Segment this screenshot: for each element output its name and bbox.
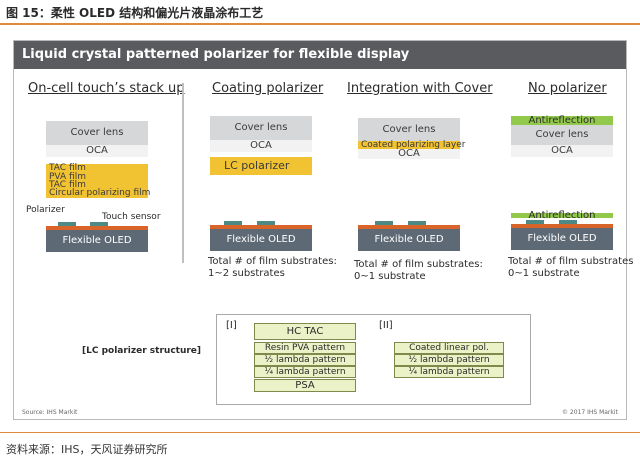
- lc-type2-layer-quarter-lambda: ¼ lambda pattern: [394, 366, 504, 378]
- oncell-pva-film: PVA film: [46, 173, 148, 182]
- lc-structure-title: [LC polarizer structure]: [82, 346, 202, 356]
- nopol-title: No polarizer: [528, 81, 607, 96]
- oncell-title: On-cell touch’s stack up: [28, 81, 185, 96]
- lc-type1-label: [I]: [226, 320, 237, 331]
- nopol-oca: OCA: [511, 145, 613, 157]
- coating-title: Coating polarizer: [212, 81, 324, 96]
- coating-touch-layer: [210, 225, 312, 229]
- coating-substrates-line2: 1~2 substrates: [208, 268, 285, 279]
- integration-cover-lens: Cover lens: [358, 118, 460, 142]
- figure-banner: Liquid crystal patterned polarizer for f…: [14, 41, 626, 69]
- nopol-cover-lens: Cover lens: [511, 125, 613, 145]
- integration-flexible-oled: Flexible OLED: [358, 229, 460, 251]
- lc-type1-layer-half-lambda: ½ lambda pattern: [254, 354, 356, 366]
- source-note: 资料来源：IHS，天风证券研究所: [6, 443, 168, 456]
- oncell-touch-sensor-label: Touch sensor: [102, 212, 161, 222]
- column-divider: [182, 83, 184, 263]
- nopol-sensor-pad-2: [559, 220, 577, 224]
- nopol-antireflection-top: Antireflection: [511, 116, 613, 126]
- lc-structure-box: [216, 314, 531, 405]
- figure-title: 图 15：柔性 OLED 结构和偏光片液晶涂布工艺: [6, 6, 264, 20]
- integration-coated-polarizing-layer: Coated polarizing layer: [358, 141, 465, 150]
- oncell-oca: OCA: [46, 145, 148, 157]
- lc-type2-label: [II]: [379, 320, 393, 331]
- lc-type1-layer-resin-pva: Resin PVA pattern: [254, 342, 356, 354]
- figure-copyright: © 2017 IHS Markit: [562, 409, 618, 416]
- coating-sensor-pad-2: [257, 221, 275, 225]
- bottom-rule: [0, 432, 640, 433]
- integration-sensor-pad-2: [408, 221, 426, 225]
- integration-substrates-line2: 0~1 substrate: [354, 271, 426, 282]
- oncell-flexible-oled: Flexible OLED: [46, 230, 148, 252]
- coating-cover-lens: Cover lens: [210, 116, 312, 140]
- integration-touch-layer: [358, 225, 460, 229]
- lc-type2-layer-half-lambda: ½ lambda pattern: [394, 354, 504, 366]
- figure-panel: Liquid crystal patterned polarizer for f…: [13, 40, 633, 420]
- integration-substrates-line1: Total # of film substrates:: [354, 259, 483, 270]
- nopol-touch-layer: [511, 224, 613, 228]
- lc-type1-layer-quarter-lambda: ¼ lambda pattern: [254, 366, 356, 378]
- title-rule: [0, 23, 640, 25]
- nopol-flexible-oled: Flexible OLED: [511, 228, 613, 250]
- oncell-touch-sensor-pad-2: [90, 222, 108, 226]
- oncell-touch-layer: [46, 226, 148, 230]
- nopol-sensor-pad-1: [526, 220, 544, 224]
- coating-oca: OCA: [210, 140, 312, 152]
- oncell-tac-film-1: TAC film: [46, 164, 148, 173]
- integration-sensor-pad-1: [375, 221, 393, 225]
- nopol-substrates-line1: Total # of film substrates: [508, 256, 634, 267]
- nopol-antireflection-bottom: Antireflection: [511, 211, 613, 221]
- coating-sensor-pad-1: [224, 221, 242, 225]
- lc-type1-layer-hc-tac: HC TAC: [254, 323, 356, 340]
- oncell-cover-lens: Cover lens: [46, 121, 148, 145]
- oncell-tac-film-2: TAC film: [46, 181, 148, 190]
- coating-substrates-line1: Total # of film substrates:: [208, 256, 337, 267]
- oncell-touch-sensor-pad-1: [58, 222, 76, 226]
- integration-title: Integration with Cover: [347, 81, 493, 96]
- coating-lc-polarizer: LC polarizer: [210, 157, 312, 175]
- integration-oca: OCA: [358, 149, 460, 159]
- oncell-polarizer-label: Polarizer: [26, 205, 65, 215]
- coating-flexible-oled: Flexible OLED: [210, 229, 312, 251]
- lc-type2-layer-coated-linear: Coated linear pol.: [394, 342, 504, 354]
- oncell-circular-polarizing-film: Circular polarizing film: [46, 189, 150, 198]
- lc-type1-layer-psa: PSA: [254, 379, 356, 392]
- nopol-substrates-line2: 0~1 substrate: [508, 268, 580, 279]
- figure-source: Source: IHS Markit: [22, 409, 78, 416]
